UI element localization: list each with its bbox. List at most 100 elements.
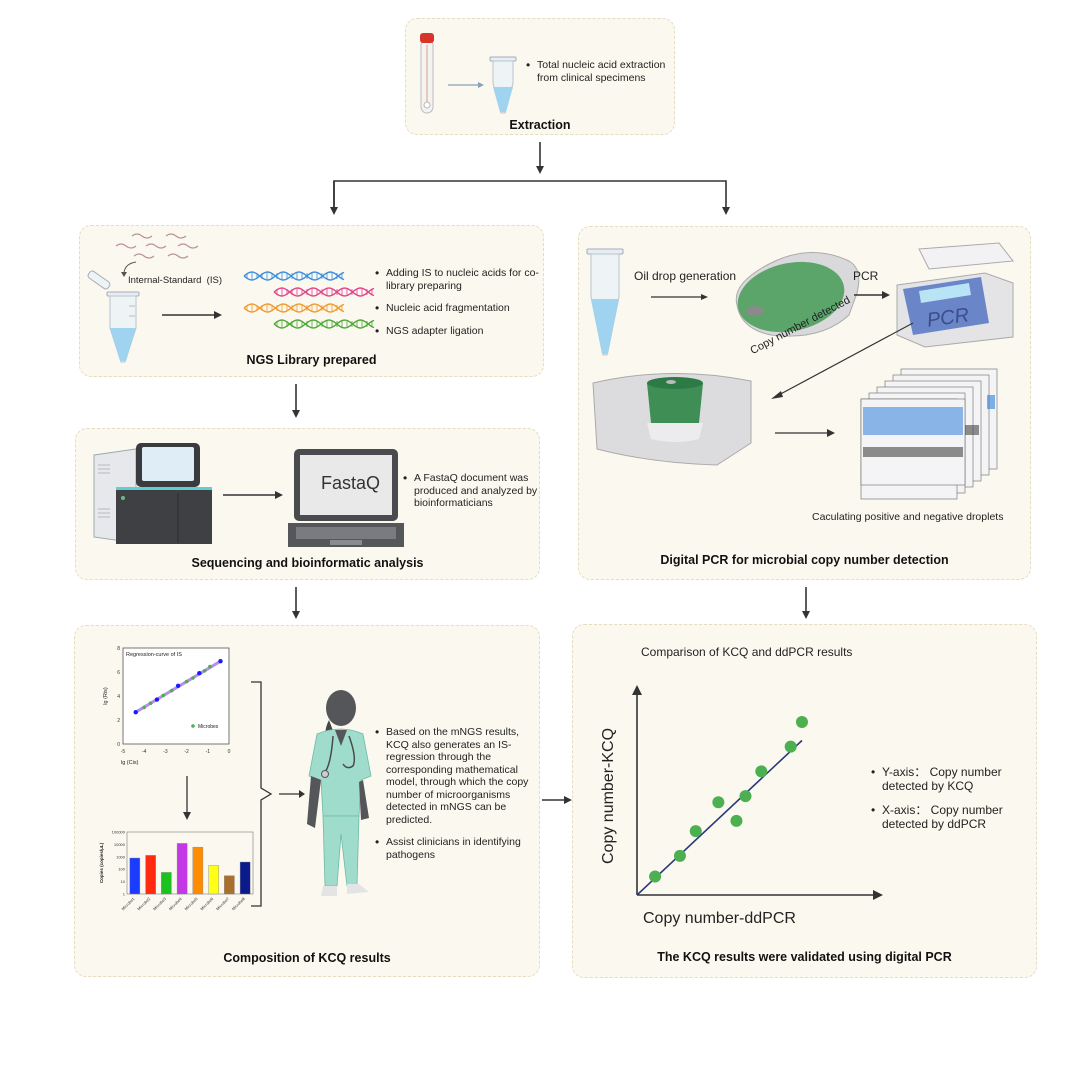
sequencer-machine-icon	[93, 443, 212, 544]
panel-title: Extraction	[509, 118, 571, 132]
y-tick-label: 6	[117, 670, 120, 676]
arrow-icon	[448, 82, 484, 88]
extraction-panel: Total nucleic acid extraction from clini…	[405, 18, 675, 135]
arrow-icon	[854, 291, 890, 299]
comparison-chart-title: Comparison of KCQ and ddPCR results	[641, 645, 853, 659]
x-axis-label: Copy number-ddPCR	[643, 910, 796, 927]
bar	[129, 857, 141, 895]
bullet-item: Y-axis： Copy number detected by KCQ	[869, 765, 1019, 793]
is-point	[197, 671, 202, 676]
kcq-bullets: Based on the mNGS results, KCQ also gene…	[373, 726, 533, 871]
laptop-screen-text: FastaQ	[321, 473, 381, 493]
curly-brace-icon	[251, 681, 273, 907]
y-tick-label: 10	[121, 879, 126, 884]
is-point	[154, 697, 160, 702]
x-tick-label: Microbe2	[136, 896, 152, 912]
validation-panel: Comparison of KCQ and ddPCR results Copy…	[572, 624, 1037, 978]
y-axis-label: lg (Ris)	[103, 687, 109, 705]
x-tick-label: Microbe7	[215, 896, 231, 912]
y-tick-label: 1000	[116, 854, 126, 859]
panel-title: NGS Library prepared	[246, 353, 377, 367]
legend-label: Microbes	[198, 724, 219, 730]
bullet-item: Total nucleic acid extraction from clini…	[524, 59, 674, 84]
dna-strand	[273, 287, 375, 297]
is-point	[175, 683, 181, 688]
y-tick-label: 100000	[112, 830, 126, 835]
x-axis-arrowhead	[873, 890, 883, 900]
panel-title: Digital PCR for microbial copy number de…	[660, 553, 949, 567]
bullet-item: Assist clinicians in identifying pathoge…	[373, 836, 533, 861]
open-tube-icon	[87, 270, 140, 363]
x-tick-label: -2	[184, 749, 189, 755]
sequencing-bullets: A FastaQ document was produced and analy…	[401, 472, 541, 520]
data-point	[649, 870, 662, 883]
droplet-generator-icon	[735, 252, 860, 337]
arrow-icon	[183, 776, 191, 820]
oil-drop-label: Oil drop generation	[634, 269, 737, 283]
y-tick-label: 10000	[114, 842, 126, 847]
y-tick-label: 100	[118, 867, 125, 872]
swab-tube-icon	[420, 33, 434, 114]
data-point	[689, 825, 702, 838]
eppendorf-tube-icon	[489, 56, 517, 114]
internal-standard-label: Internal-Standard (IS)	[128, 275, 222, 286]
x-tick-label: Microbe4	[168, 896, 184, 912]
bullet-item: Based on the mNGS results, KCQ also gene…	[373, 726, 533, 826]
comparison-scatter-chart	[632, 685, 883, 900]
is-point	[133, 710, 138, 715]
x-axis-label: lg (Cis)	[121, 760, 139, 766]
x-tick-label: 0	[228, 749, 231, 755]
legend-marker	[191, 724, 195, 728]
bullet-item: Nucleic acid fragmentation	[373, 302, 543, 315]
bar	[161, 872, 172, 895]
x-tick-label: -3	[163, 749, 168, 755]
bullet-item: A FastaQ document was produced and analy…	[401, 472, 541, 510]
data-point	[730, 814, 743, 827]
y-tick-label: 8	[117, 646, 120, 652]
data-point	[739, 790, 752, 803]
bar	[176, 843, 188, 895]
plot-area	[122, 647, 230, 745]
dna-strand	[273, 319, 375, 329]
data-point	[795, 715, 808, 728]
microbe-point	[161, 693, 166, 698]
x-tick-label: Microbe3	[152, 896, 168, 912]
microbe-point	[202, 669, 207, 673]
panel-title: Sequencing and bioinformatic analysis	[191, 556, 424, 570]
y-axis-arrowhead	[632, 685, 642, 695]
panel-title: Composition of KCQ results	[223, 951, 391, 965]
extraction-bullets: Total nucleic acid extraction from clini…	[524, 59, 674, 94]
bullet-item: Adding IS to nucleic acids for co-librar…	[373, 267, 543, 292]
y-tick-label: 4	[117, 694, 120, 700]
microbe-point	[191, 676, 195, 680]
eppendorf-tube-icon	[586, 248, 624, 356]
internal-standard-waves-icon	[115, 233, 199, 259]
bar	[224, 875, 235, 895]
x-tick-label: -4	[142, 749, 147, 755]
bar	[208, 865, 219, 895]
pcr-label: PCR	[853, 269, 879, 283]
x-tick-label: Microbe5	[183, 896, 199, 912]
data-point	[755, 765, 768, 778]
digital-pcr-panel: Oil drop generation PCR PCR Copy number …	[578, 226, 1031, 580]
y-tick-label: 0	[117, 742, 120, 748]
fit-line	[636, 739, 803, 896]
microbe-point	[208, 664, 212, 669]
arrow-icon	[651, 294, 708, 300]
ngs-library-panel: Internal-Standard (IS) Adding IS to nucl…	[79, 225, 544, 377]
droplet-plot-stack	[860, 368, 998, 500]
x-tick-label: Microbe1	[120, 896, 136, 912]
microbe-point	[142, 705, 146, 710]
y-axis-label: Copies (copies/μL)	[99, 842, 104, 883]
bullet-item: NGS adapter ligation	[373, 325, 543, 338]
arrow-icon	[279, 790, 305, 798]
is-point	[218, 659, 223, 664]
y-tick-label: 1	[123, 892, 126, 897]
x-tick-label: -5	[121, 749, 126, 755]
dna-fragments	[243, 271, 375, 329]
dna-strand	[243, 303, 345, 313]
